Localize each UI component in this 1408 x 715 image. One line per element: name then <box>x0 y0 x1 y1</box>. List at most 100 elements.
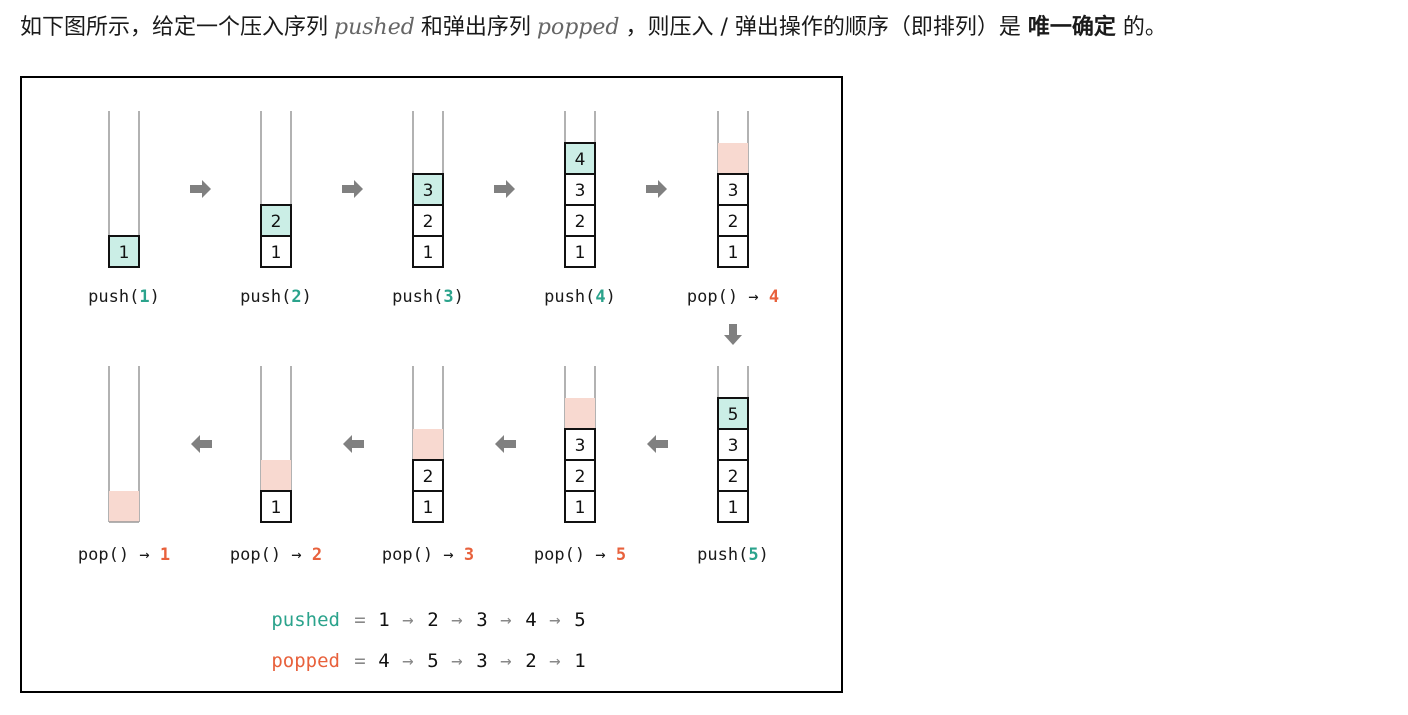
stack-cell <box>260 204 292 237</box>
sequence-value: 2 <box>427 609 438 631</box>
sequence-value: 5 <box>574 609 585 631</box>
stack-cell-value: 1 <box>271 498 282 518</box>
sequence-arrow: → <box>451 609 462 631</box>
popped-slot <box>109 491 139 522</box>
stack-cell-value: 1 <box>728 243 739 263</box>
step-value: 5 <box>748 545 758 565</box>
sequence-value: 1 <box>574 650 585 672</box>
step-op: pop() → <box>230 545 312 565</box>
popped-slot <box>261 460 291 491</box>
stack-cell <box>108 235 140 268</box>
stack-cell <box>564 428 596 461</box>
step-label: push(4) <box>544 287 616 307</box>
stack-cell-value: 2 <box>575 212 586 232</box>
intro-text-4: 的。 <box>1122 15 1167 40</box>
intro-text-2: 和弹出序列 <box>420 15 531 40</box>
step-arrow-right-icon <box>646 180 667 198</box>
sequence-arrow: → <box>500 609 511 631</box>
step-label: push(3) <box>392 287 464 307</box>
stack-cell <box>564 173 596 206</box>
step-op: pop() → <box>382 545 464 565</box>
step-value: 3 <box>464 545 474 565</box>
stack-cell <box>412 459 444 492</box>
step-value: 5 <box>616 545 626 565</box>
stack-cell-value: 3 <box>575 181 586 201</box>
step-arrow-left-icon <box>343 435 364 453</box>
popped-slot <box>565 398 595 429</box>
step-label: pop() → 2 <box>230 545 322 565</box>
sequence-value: 1 <box>378 609 389 631</box>
step-close: ) <box>606 287 616 307</box>
step-op: push( <box>392 287 443 307</box>
sequence-arrow: → <box>402 609 413 631</box>
stack-cell <box>260 235 292 268</box>
step-value: 2 <box>291 287 301 307</box>
step-close: ) <box>759 545 769 565</box>
popped-slot <box>718 143 748 174</box>
stack-cell <box>717 428 749 461</box>
step-op: pop() → <box>534 545 616 565</box>
stack-cell-value: 1 <box>423 243 434 263</box>
step-op: pop() → <box>687 287 769 307</box>
stack-cell-value: 4 <box>575 150 586 170</box>
step-arrow-left-icon <box>647 435 668 453</box>
step-value: 1 <box>160 545 170 565</box>
stack-cell-value: 1 <box>271 243 282 263</box>
stack-cell <box>717 459 749 492</box>
step-value: 3 <box>443 287 453 307</box>
step-op: push( <box>544 287 595 307</box>
sequence-equals: = <box>354 650 365 672</box>
stack-cell-value: 2 <box>575 467 586 487</box>
stack-cell <box>717 173 749 206</box>
sequence-value: 4 <box>378 650 389 672</box>
sequence-arrow: → <box>451 650 462 672</box>
sequence-arrow: → <box>402 650 413 672</box>
stack-cell <box>412 204 444 237</box>
intro-text-1: 如下图所示，给定一个压入序列 <box>20 15 329 40</box>
step-arrow-right-icon <box>494 180 515 198</box>
stack-cell-value: 1 <box>728 498 739 518</box>
stack-cell-value: 2 <box>728 212 739 232</box>
stack-diagram: 1push(1)12push(2)123push(3)1234push(4)12… <box>78 111 779 672</box>
step-close: ) <box>302 287 312 307</box>
popped-variable: popped <box>536 15 620 40</box>
pushed-variable: pushed <box>334 15 415 40</box>
stack-cell <box>412 173 444 206</box>
stack-cell-value: 1 <box>575 498 586 518</box>
stack-cell-value: 2 <box>728 467 739 487</box>
stack-cell-value: 2 <box>271 212 282 232</box>
stack-cell-value: 5 <box>728 405 739 425</box>
stack-cell <box>260 490 292 523</box>
step-label: pop() → 3 <box>382 545 474 565</box>
step-close: ) <box>150 287 160 307</box>
sequence-equals: = <box>354 609 365 631</box>
stack-cell-value: 3 <box>575 436 586 456</box>
step-value: 2 <box>312 545 322 565</box>
sequence-value: 5 <box>427 650 438 672</box>
step-label: pop() → 5 <box>534 545 626 565</box>
step-label: push(5) <box>697 545 769 565</box>
stack-cell <box>564 490 596 523</box>
stack-cell <box>717 204 749 237</box>
step-op: push( <box>697 545 748 565</box>
step-op: pop() → <box>78 545 160 565</box>
step-close: ) <box>454 287 464 307</box>
step-value: 4 <box>769 287 779 307</box>
intro-emphasis: 唯一确定 <box>1027 15 1116 40</box>
step-arrow-right-icon <box>190 180 211 198</box>
intro-text-3: ，则压入 / 弹出操作的顺序（即排列）是 <box>625 15 1021 40</box>
step-value: 4 <box>595 287 605 307</box>
sequence-value: 3 <box>476 650 487 672</box>
stack-cell-value: 2 <box>423 212 434 232</box>
stack-cell-value: 1 <box>575 243 586 263</box>
step-label: push(1) <box>88 287 160 307</box>
sequence-label: popped <box>271 650 340 672</box>
stack-cell <box>717 235 749 268</box>
step-arrow-right-icon <box>342 180 363 198</box>
step-label: push(2) <box>240 287 312 307</box>
step-arrow-left-icon <box>191 435 212 453</box>
stack-cell <box>564 459 596 492</box>
sequence-value: 3 <box>476 609 487 631</box>
